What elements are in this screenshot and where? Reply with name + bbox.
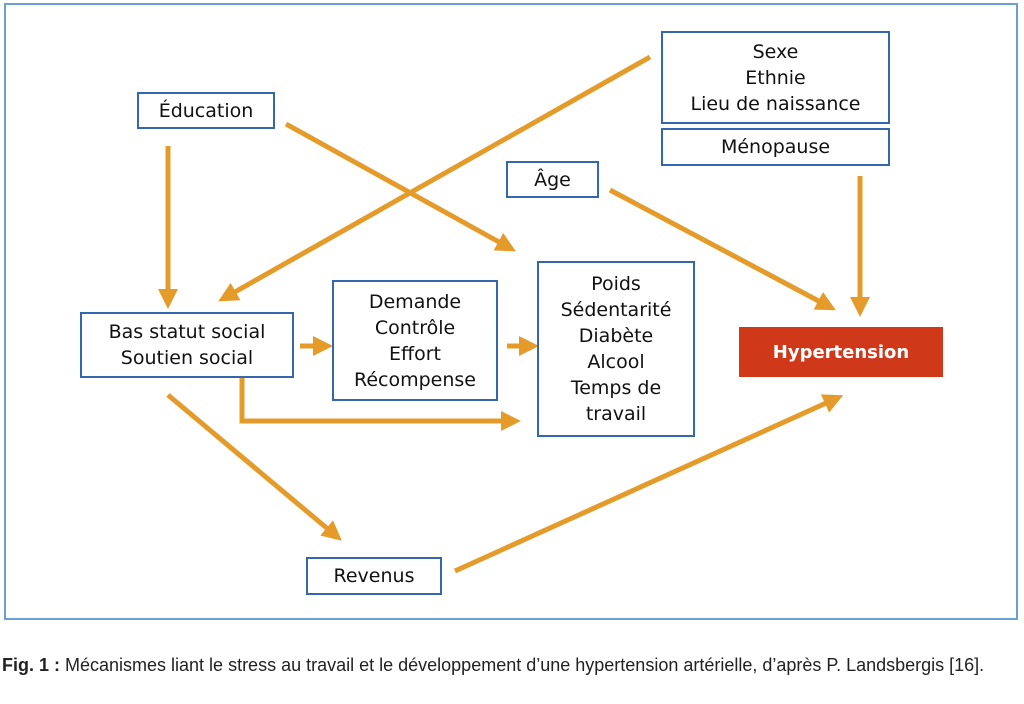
node-temps-label: Temps de [570,377,662,399]
node-travail-label: travail [585,403,647,425]
node-revenus: Revenus [306,557,442,595]
node-education-label: Éducation [158,99,254,122]
node-diabete-label: Diabète [578,325,654,347]
node-age: Âge [506,161,599,198]
node-poids-label: Poids [591,273,641,295]
caption-text: Mécanismes liant le stress au travail et… [60,655,985,675]
node-sexe-ethnie: Sexe Ethnie Lieu de naissance [661,31,890,124]
node-effort-label: Effort [389,342,441,365]
arrow-bas-statut-to-poids-lower [239,378,521,431]
node-lieu-label: Lieu de naissance [690,92,861,115]
node-menopause-label: Ménopause [720,136,831,158]
arrow-education-to-poids [284,121,516,252]
node-demande-label: Demande [368,290,462,313]
arrow-sexe-to-bas-statut [218,54,652,302]
node-sedentarite-label: Sédentarité [560,299,672,321]
node-bas-statut: Bas statut social Soutien social [80,312,294,378]
node-revenus-label: Revenus [333,565,415,587]
arrow-revenus-to-hypertension [453,394,844,574]
node-demande: Demande Contrôle Effort Récompense [332,280,498,401]
node-age-label: Âge [534,168,571,191]
arrow-bas-statut-to-revenus [166,393,342,541]
node-sexe-label: Sexe [752,40,799,63]
node-alcool-label: Alcool [587,351,645,373]
node-controle-label: Contrôle [374,316,456,339]
node-hypertension-label: Hypertension [772,341,910,363]
node-hypertension: Hypertension [739,327,943,377]
arrow-age-to-hypertension [608,187,836,311]
figure-caption: Fig. 1 : Mécanismes liant le stress au t… [2,653,1022,678]
node-soutien-label: Soutien social [120,347,254,369]
diagram-frame [4,3,1018,620]
node-menopause: Ménopause [661,128,890,166]
node-education: Éducation [137,92,275,129]
node-bas-statut-label: Bas statut social [108,321,266,343]
node-poids: Poids Sédentarité Diabète Alcool Temps d… [537,261,695,437]
caption-label: Fig. 1 : [2,655,60,675]
node-ethnie-label: Ethnie [745,66,806,89]
node-recompense-label: Récompense [354,368,476,391]
